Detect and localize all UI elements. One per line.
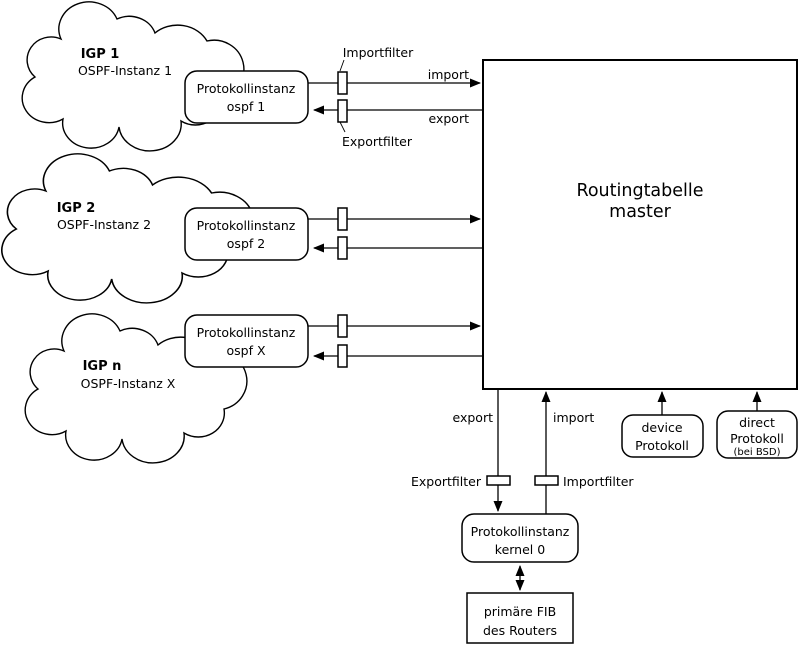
routing-table-master-box (482, 59, 798, 390)
exportfilter-bottom-label: Exportfilter (411, 474, 482, 489)
importfilter-bottom-label: Importfilter (563, 474, 634, 489)
fib-box (466, 592, 574, 644)
kernel-importfilter-symbol (534, 475, 559, 486)
ospf2-exportfilter-symbol (337, 236, 348, 260)
ospf1-label-line2: ospf 1 (227, 99, 265, 114)
igp1-subtitle: OSPF-Instanz 1 (78, 63, 172, 78)
protocol-instance-ospfx-box (184, 314, 309, 368)
ospf1-exportfilter-symbol (337, 99, 348, 123)
igp2-title: IGP 2 (57, 201, 96, 216)
ospf1-label-line1: Protokollinstanz (197, 81, 296, 96)
device-protocol-box (621, 414, 704, 458)
protocol-instance-ospf1-box (184, 70, 309, 124)
fib-label-line2: des Routers (483, 623, 557, 638)
device-label-line1: device (641, 420, 682, 435)
importfilter-callout-line (339, 59, 345, 72)
fib-label-line1: primäre FIB (484, 604, 556, 619)
ospfx-importfilter-symbol (337, 314, 348, 338)
protocol-instance-kernel-box (461, 513, 579, 563)
ospfx-label-line2: ospf X (226, 343, 265, 358)
igpn-subtitle: OSPF-Instanz X (81, 376, 176, 391)
ospfx-exportfilter-symbol (337, 344, 348, 368)
ospf2-label-line1: Protokollinstanz (197, 218, 296, 233)
ospf1-importfilter-symbol (337, 71, 348, 95)
ospf2-label-line2: ospf 2 (227, 236, 265, 251)
routing-table-title-line2: master (609, 202, 672, 222)
igp2-subtitle: OSPF-Instanz 2 (57, 217, 151, 232)
kernel-exportfilter-symbol (486, 475, 511, 486)
ospf2-importfilter-symbol (337, 207, 348, 231)
kernel-label-line1: Protokollinstanz (471, 524, 570, 539)
import-top-label: import (428, 67, 469, 82)
exportfilter-top-label: Exportfilter (342, 134, 413, 149)
igpn-title: IGP n (83, 359, 122, 374)
protocol-instance-ospf2-box (184, 207, 309, 261)
import-bottom-label: import (553, 410, 594, 425)
importfilter-top-label: Importfilter (343, 45, 414, 60)
exportfilter-callout-line (339, 121, 346, 133)
ospfx-label-line1: Protokollinstanz (197, 325, 296, 340)
export-top-label: export (429, 111, 470, 126)
direct-protocol-box (716, 410, 798, 459)
direct-label-line1: direct (739, 415, 775, 430)
direct-label-line2: Protokoll (730, 431, 784, 446)
routing-table-title-line1: Routingtabelle (576, 181, 703, 201)
igp1-title: IGP 1 (81, 47, 120, 62)
export-bottom-label: export (453, 410, 494, 425)
kernel-label-line2: kernel 0 (495, 542, 545, 557)
direct-label-line3: (bei BSD) (734, 447, 781, 458)
device-label-line2: Protokoll (635, 438, 689, 453)
